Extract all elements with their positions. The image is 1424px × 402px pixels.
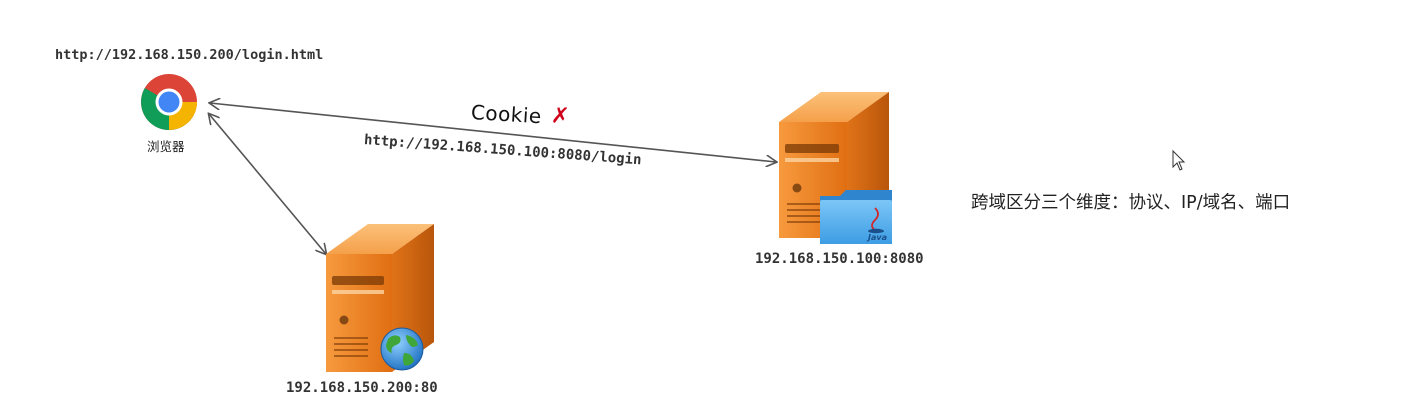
java-server-address: 192.168.150.100:8080 xyxy=(755,251,924,267)
web-server-address: 192.168.150.200:80 xyxy=(286,380,438,396)
java-folder-icon: Java xyxy=(820,190,892,244)
mouse-cursor-icon xyxy=(1172,149,1186,171)
cors-note: 跨域区分三个维度：协议、IP/域名、端口 xyxy=(971,193,1291,213)
browser-url: http://192.168.150.200/login.html xyxy=(55,47,324,63)
same-origin-arrow xyxy=(209,114,326,254)
globe-icon xyxy=(380,327,424,371)
cookie-label: Cookie xyxy=(470,100,543,129)
browser-label: 浏览器 xyxy=(147,139,185,154)
red-x-icon: ✗ xyxy=(550,103,571,130)
chrome-icon xyxy=(141,74,197,130)
svg-text:Java: Java xyxy=(866,233,887,242)
